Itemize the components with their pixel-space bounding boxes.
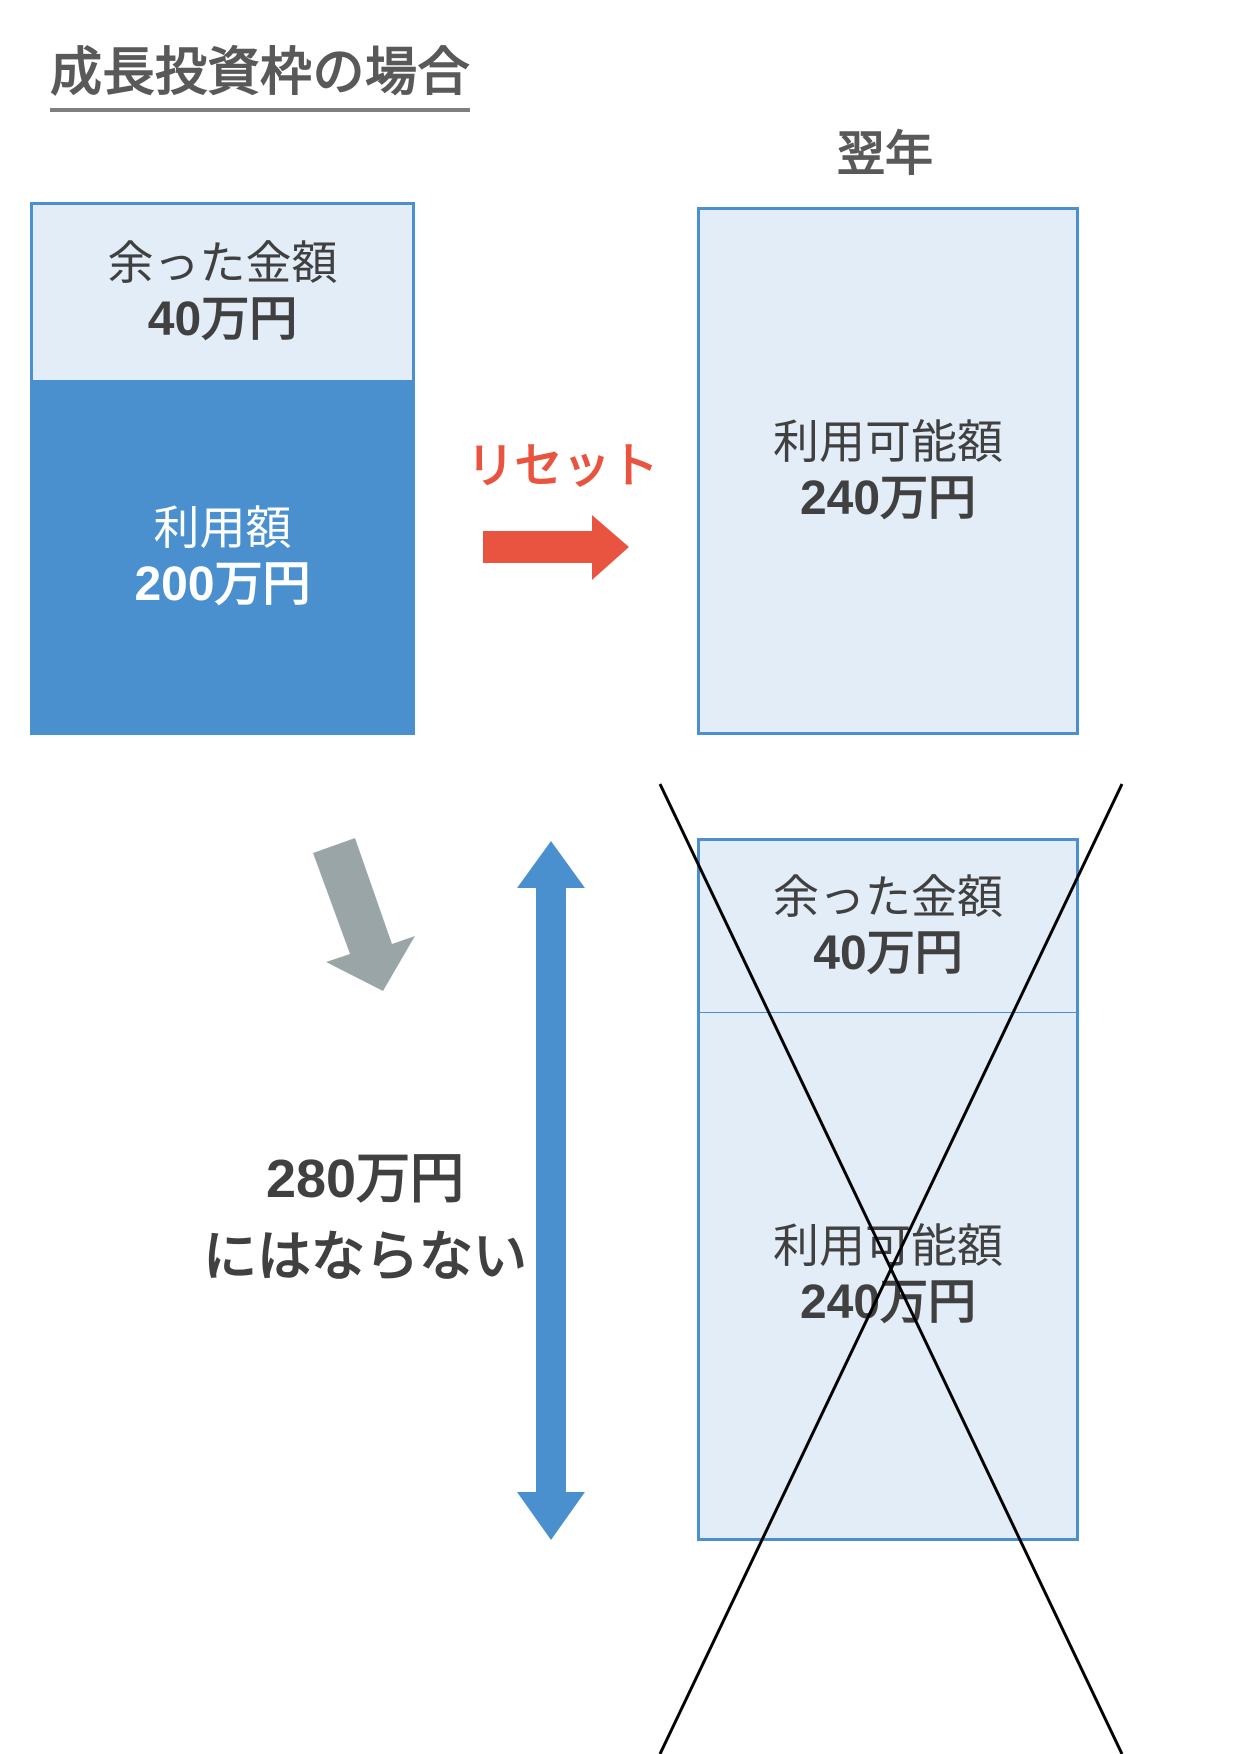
not-become-caption: 280万円 にはならない <box>175 1140 555 1297</box>
current-year-leftover-label: 余った金額 <box>107 237 338 290</box>
next-year-available-amount: 240万円 <box>799 471 977 525</box>
wrong-leftover-label: 余った金額 <box>773 871 1003 924</box>
wrong-leftover-amount: 40万円 <box>813 927 963 981</box>
down-arrow-icon <box>313 838 415 991</box>
current-year-leftover-amount: 40万円 <box>147 293 298 347</box>
next-year-available-label: 利用可能額 <box>773 415 1003 468</box>
next-year-caption: 翌年 <box>836 128 933 181</box>
current-year-used-box: 利用額 200万円 <box>30 380 415 735</box>
not-become-text: にはならない <box>203 1227 527 1288</box>
wrong-leftover-box: 余った金額 40万円 <box>697 838 1079 1013</box>
wrong-available-box: 利用可能額 240万円 <box>697 1013 1079 1541</box>
not-become-amount: 280万円 <box>265 1149 465 1209</box>
current-year-used-amount: 200万円 <box>134 558 311 612</box>
current-year-leftover-box: 余った金額 40万円 <box>30 202 415 380</box>
right-arrow-icon <box>483 515 629 580</box>
wrong-available-label: 利用可能額 <box>773 1220 1003 1273</box>
wrong-available-amount: 240万円 <box>799 1276 977 1330</box>
current-year-used-label: 利用額 <box>153 502 292 555</box>
reset-label: リセット <box>466 440 659 493</box>
page-title: 成長投資枠の場合 <box>50 44 471 112</box>
next-year-available-box: 利用可能額 240万円 <box>697 207 1079 735</box>
